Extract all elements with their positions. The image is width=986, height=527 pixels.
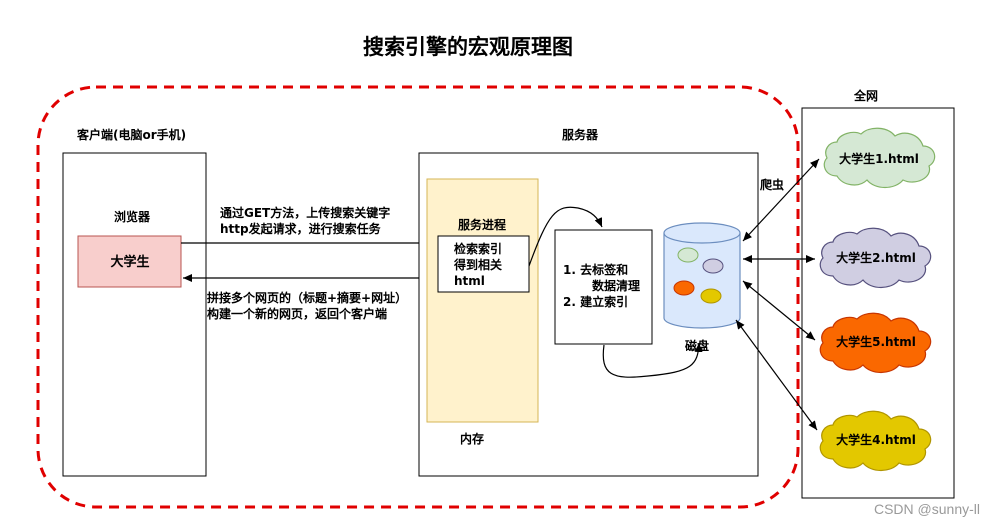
web-page-cloud (823, 127, 936, 189)
index-to-process-curve (528, 206, 603, 267)
service-process-label: 服务进程 (458, 217, 506, 232)
web-label: 全网 (853, 88, 878, 103)
web-page-label-2: 大学生2.html (836, 250, 916, 265)
client-box (62, 152, 207, 477)
indexing-box (554, 229, 653, 345)
search-index-line-3: html (454, 274, 485, 288)
request-desc-2: http发起请求，进行搜索任务 (220, 221, 382, 236)
web-page-cloud (819, 312, 932, 374)
disk-stored-pages (673, 247, 724, 304)
indexing-step-1: 1. 去标签和 (563, 262, 628, 277)
web-page-label-5: 大学生5.html (836, 334, 916, 349)
response-desc-1: 拼接多个网页的（标题+摘要+网址） (207, 290, 407, 305)
crawler-arrow-1 (742, 158, 820, 242)
response-desc-2: 构建一个新的网页，返回个客户端 (207, 306, 387, 321)
indexing-step-2: 2. 建立索引 (563, 294, 628, 309)
search-query-text: 大学生 (110, 254, 149, 270)
disk-cylinder (663, 222, 741, 329)
index-to-disk-curve (602, 342, 703, 378)
crawler-arrow-4 (735, 319, 818, 431)
indexing-step-1b: 数据清理 (592, 278, 640, 293)
browser-label: 浏览器 (114, 209, 151, 224)
web-page-cloud (819, 410, 932, 472)
request-desc-1: 通过GET方法，上传搜索关键字 (220, 205, 390, 220)
web-page-label-4: 大学生4.html (836, 432, 916, 447)
web-page-label-1: 大学生1.html (839, 151, 919, 166)
memory-region (426, 178, 539, 423)
web-page-cloud (819, 227, 932, 289)
search-index-box (437, 235, 530, 293)
search-query-box (77, 235, 182, 288)
crawler-label: 爬虫 (759, 177, 784, 192)
server-label: 服务器 (562, 127, 599, 142)
client-label: 客户端(电脑or手机) (76, 127, 186, 142)
disk-label: 磁盘 (684, 338, 709, 353)
search-index-line-2: 得到相关 (453, 257, 502, 272)
search-index-line-1: 检索索引 (454, 241, 502, 256)
diagram-title: 搜索引擎的宏观原理图 (363, 35, 573, 59)
memory-label: 内存 (460, 431, 484, 446)
watermark-text: CSDN @sunny-ll (874, 501, 980, 517)
